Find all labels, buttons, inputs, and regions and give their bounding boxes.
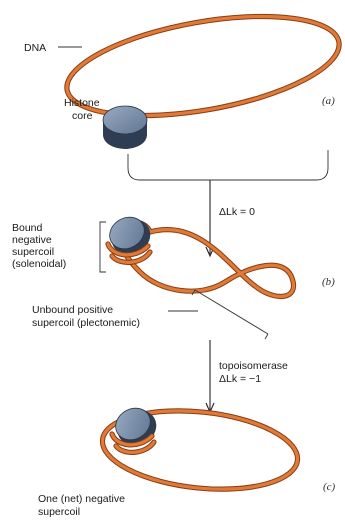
panel-a-label: (a) <box>322 95 335 107</box>
bound-supercoil-label: Bound negative supercoil (solenoidal) <box>12 222 66 270</box>
bound-bracket <box>100 222 106 272</box>
dna-label: DNA <box>24 42 46 54</box>
dna-relaxed-loop <box>59 0 345 133</box>
arrow-b-to-c <box>206 340 214 412</box>
panel-b-label: (b) <box>322 276 335 288</box>
net-supercoil-label: One (net) negative supercoil <box>38 493 128 518</box>
panel-a-bracket <box>128 150 328 180</box>
unbound-supercoil-label: Unbound positive supercoil (plectonemic) <box>32 304 140 329</box>
unbound-bracket <box>192 290 268 339</box>
panel-a: DNA Histone core (a) <box>24 0 345 180</box>
topoisomerase-label: topoisomerase ΔLk = −1 <box>219 360 291 385</box>
histone-core-a <box>103 106 147 149</box>
panel-c-label: (c) <box>323 481 336 493</box>
panel-b: Bound negative supercoil (solenoidal) Un… <box>12 211 335 339</box>
delta-lk-zero-label: ΔLk = 0 <box>219 206 255 218</box>
panel-c: One (net) negative supercoil (c) <box>38 402 336 518</box>
